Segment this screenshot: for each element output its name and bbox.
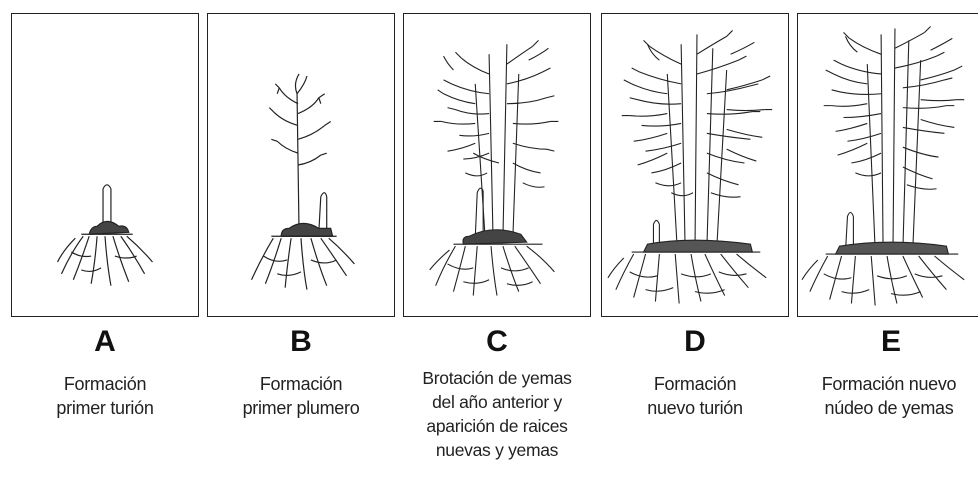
stage-e-letter: E bbox=[880, 325, 901, 358]
caption-line: Formación bbox=[259, 374, 343, 394]
stage-d-letter: D bbox=[684, 325, 706, 358]
stage-c-caption: Brotación de yemas del año anterior y ap… bbox=[399, 366, 595, 462]
stage-b-illustration bbox=[250, 73, 355, 290]
caption-line: del año anterior y bbox=[432, 392, 562, 412]
stage-b-letter: B bbox=[290, 325, 312, 358]
stage-a-panel bbox=[11, 13, 199, 317]
caption-line: núdeo de yemas bbox=[824, 398, 954, 418]
caption-line: primer turión bbox=[56, 398, 154, 418]
caption-line: nuevo turión bbox=[647, 398, 743, 418]
caption-line: Formación bbox=[653, 374, 737, 394]
stage-e-illustration bbox=[801, 26, 965, 306]
caption-line: nuevas y yemas bbox=[435, 440, 559, 460]
stage-b-caption: Formación primer plumero bbox=[203, 372, 399, 420]
stage-a-letter: A bbox=[94, 325, 116, 358]
stage-b-panel bbox=[207, 13, 395, 317]
stage-a-illustration bbox=[56, 184, 153, 286]
caption-line: aparición de raices bbox=[426, 416, 568, 436]
stage-d-illustration bbox=[607, 30, 773, 304]
stage-a-caption: Formación primer turión bbox=[7, 372, 203, 420]
stage-c-letter: C bbox=[486, 325, 508, 358]
stage-e-caption: Formación nuevo núdeo de yemas bbox=[791, 372, 978, 420]
stage-d-caption: Formación nuevo turión bbox=[597, 372, 793, 420]
caption-line: Formación nuevo bbox=[821, 374, 957, 394]
caption-line: Formación bbox=[63, 374, 147, 394]
stage-c-illustration bbox=[429, 39, 559, 296]
stage-d-panel bbox=[601, 13, 789, 317]
stage-e-panel bbox=[797, 13, 978, 317]
stage-c-panel bbox=[403, 13, 591, 317]
caption-line: primer plumero bbox=[242, 398, 360, 418]
caption-line: Brotación de yemas bbox=[422, 368, 572, 388]
